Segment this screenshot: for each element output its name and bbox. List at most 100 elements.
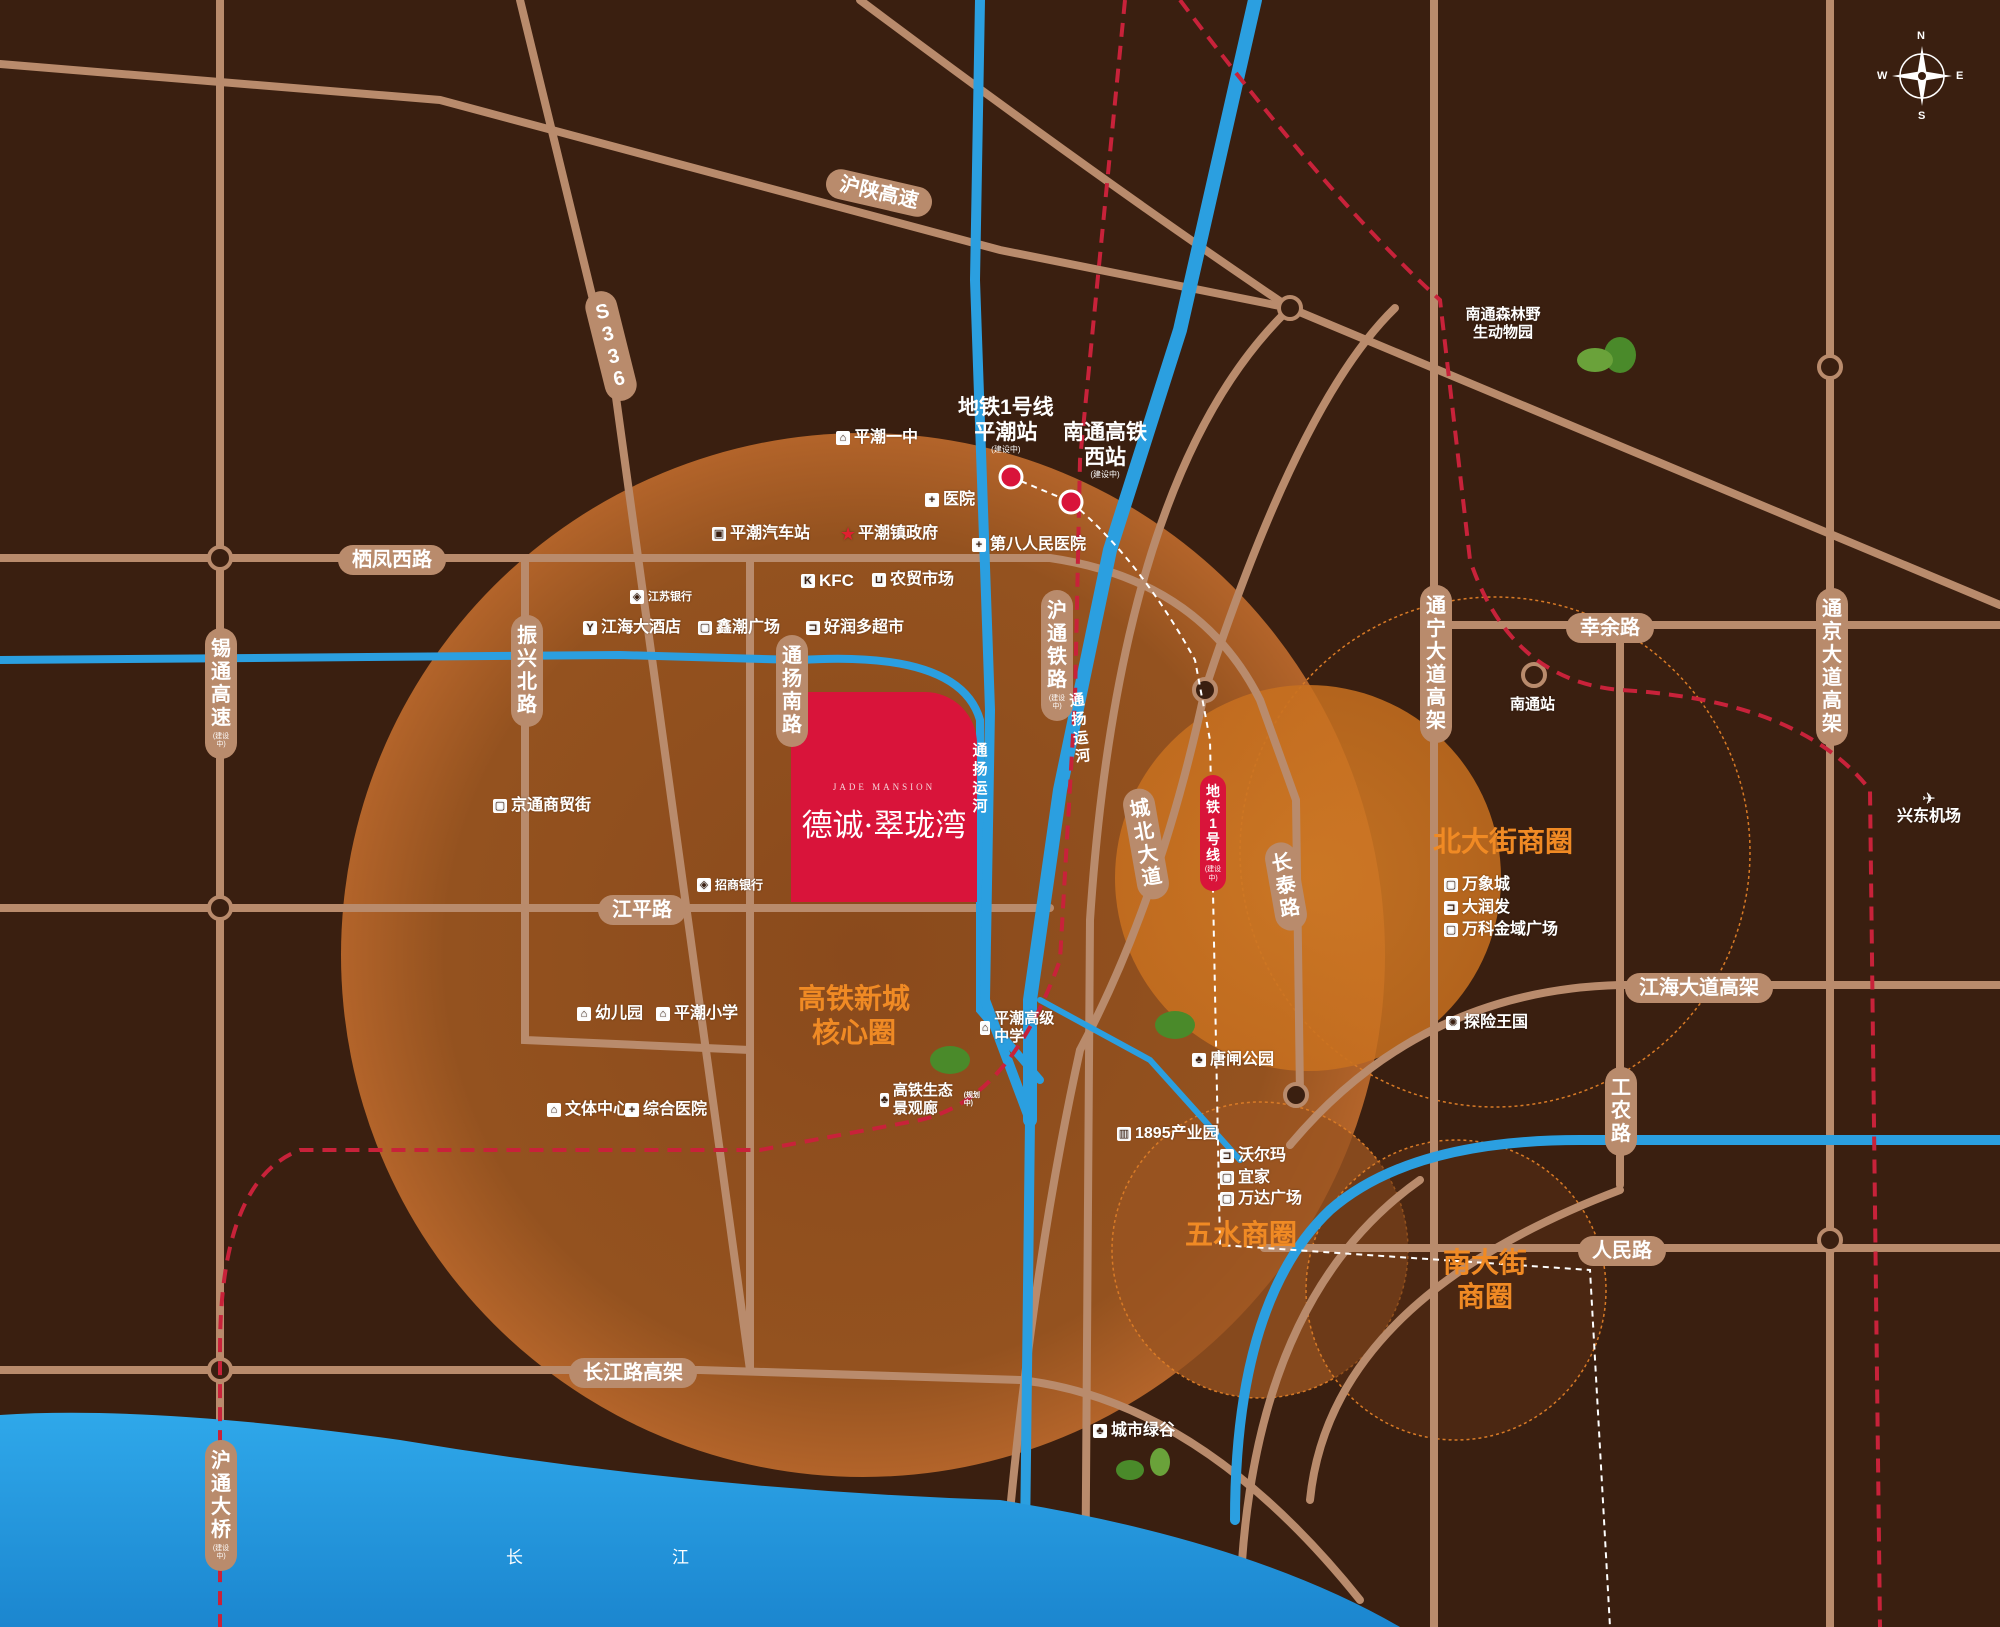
poi-hospital[interactable]: +医院 xyxy=(925,492,975,508)
poi-text: 综合医院 xyxy=(643,1101,708,1118)
project-block[interactable]: JADE MANSION 德诚·翠珑湾 xyxy=(791,692,977,902)
bus-icon: ▣ xyxy=(712,527,726,541)
tree-icon xyxy=(1150,1448,1170,1476)
tongyang-canal xyxy=(0,650,1044,1084)
poi-cmb[interactable]: ◈招商银行 xyxy=(697,878,763,892)
road-label-hutong-rail: 沪通铁路 (建设中) xyxy=(1041,590,1073,722)
mall-icon: ▢ xyxy=(1220,1171,1234,1185)
radial-road-1 xyxy=(1081,304,1294,1627)
poi-haorunduo[interactable]: ⊐好润多超市 xyxy=(806,620,904,636)
poi-text: 江苏银行 xyxy=(648,590,692,603)
compass-e-label: E xyxy=(1956,70,1964,82)
poi-text: 南通森林野生动物园 xyxy=(1465,306,1541,341)
road-label-tongjing: 通京大道高架 xyxy=(1816,588,1848,746)
poi-wanda[interactable]: ▢万达广场 xyxy=(1220,1191,1302,1207)
poi-kindergarten[interactable]: ⌂幼儿园 xyxy=(577,1006,643,1022)
poi-text: 兴东机场 xyxy=(1897,808,1962,825)
road-label-tongyang: 通扬南路 xyxy=(776,635,808,747)
poi-tanxian[interactable]: ✺探险王国 xyxy=(1446,1015,1528,1031)
poi-airport[interactable]: ✈兴东机场 xyxy=(1897,791,1962,825)
tree-icon xyxy=(1155,1011,1195,1039)
factory-icon: ▥ xyxy=(1117,1127,1131,1141)
tree-icon: ♣ xyxy=(1093,1424,1107,1438)
road-label-renmin: 人民路 xyxy=(1578,1236,1666,1266)
poi-jingtong[interactable]: ▢京通商贸街 xyxy=(493,798,591,814)
building-icon: ⌂ xyxy=(547,1103,561,1117)
poi-text: 万象城 xyxy=(1462,876,1511,893)
poi-eco-corridor[interactable]: ♣高铁生态景观廊 (规划中) xyxy=(880,1082,980,1118)
poi-culture[interactable]: ⌂文体中心 xyxy=(547,1102,629,1118)
road-label-qifeng: 栖凤西路 xyxy=(338,545,446,575)
poi-text: 平潮一中 xyxy=(854,429,919,446)
hospital-icon: + xyxy=(925,493,939,507)
tree-icon: ♣ xyxy=(880,1093,889,1107)
poi-text: KFC xyxy=(819,571,854,590)
hsr-west-station-label[interactable]: 南通高铁 西站 (建设中) xyxy=(1063,420,1147,480)
poi-vanke[interactable]: ▢ 万科金域广场 xyxy=(1444,922,1558,938)
poi-zoo[interactable]: 南通森林野生动物园 xyxy=(1462,306,1544,342)
school-icon: ⌂ xyxy=(980,1021,991,1035)
poi-wanxiang[interactable]: ▢万象城 xyxy=(1444,877,1510,893)
poi-note: (规划中) xyxy=(963,1091,981,1107)
poi-hospital8[interactable]: +第八人民医院 xyxy=(972,537,1086,553)
poi-xinchao[interactable]: ▢鑫潮广场 xyxy=(698,620,780,636)
poi-tangzha[interactable]: ♣ 唐闸公园 xyxy=(1192,1052,1274,1068)
hospital-icon: + xyxy=(625,1103,639,1117)
hsr-station-note: (建设中) xyxy=(1090,470,1120,480)
road-label-changjiang: 长江路高架 xyxy=(569,1358,697,1388)
nantong-station-label[interactable]: 南通站 xyxy=(1510,696,1556,713)
poi-text: 高铁生态景观廊 xyxy=(892,1082,953,1117)
metro-pingchao-station-label[interactable]: 地铁1号线 平潮站 (建设中) xyxy=(958,395,1054,455)
poi-pingchao-school[interactable]: ⌂ 平潮一中 xyxy=(836,430,918,446)
road-label-jianghai: 江海大道高架 xyxy=(1625,973,1773,1003)
road-label-xingyu: 幸余路 xyxy=(1566,613,1654,643)
junction xyxy=(207,895,233,921)
junction xyxy=(1817,1227,1843,1253)
poi-primary[interactable]: ⌂平潮小学 xyxy=(656,1006,738,1022)
project-english-name: JADE MANSION xyxy=(832,782,936,792)
road-label-hutong-bridge-text: 沪通大桥 xyxy=(211,1450,231,1541)
poi-green-valley[interactable]: ♣城市绿谷 xyxy=(1093,1423,1175,1439)
compass-icon xyxy=(1892,46,1952,106)
poi-ikea[interactable]: ▢宜家 xyxy=(1220,1170,1270,1186)
hospital-icon: + xyxy=(972,538,986,552)
changjiang-road xyxy=(0,1366,1364,1604)
hushan-expressway xyxy=(0,60,2000,609)
ferris-wheel-icon: ✺ xyxy=(1446,1016,1460,1030)
river-east xyxy=(1023,0,1262,1127)
poi-bus-station[interactable]: ▣平潮汽车站 xyxy=(712,526,810,542)
radial-road-2 xyxy=(856,0,1294,312)
junction xyxy=(207,545,233,571)
district-core-line2: 核心圈 xyxy=(812,1016,897,1048)
school-icon: ⌂ xyxy=(577,1007,591,1021)
poi-text: 唐闸公园 xyxy=(1210,1051,1275,1068)
poi-general-hospital[interactable]: + 综合医院 xyxy=(625,1102,707,1118)
project-name: 德诚·翠珑湾 xyxy=(801,808,967,844)
poi-market[interactable]: ⊔ 农贸市场 xyxy=(872,572,954,588)
road-label-xitong: 锡通高速 (建设中) xyxy=(205,628,237,760)
airplane-icon: ✈ xyxy=(1922,791,1936,808)
cart-icon: ⊐ xyxy=(1220,1149,1234,1163)
school-icon: ⌂ xyxy=(836,431,850,445)
poi-text: 沃尔玛 xyxy=(1238,1147,1287,1164)
mall-icon: ▢ xyxy=(1444,923,1458,937)
poi-park1895[interactable]: ▥1895产业园 xyxy=(1117,1126,1219,1142)
poi-gov[interactable]: ★平潮镇政府 xyxy=(840,524,938,544)
poi-text: 农贸市场 xyxy=(890,571,955,588)
mall-icon: ▢ xyxy=(493,799,507,813)
basket-icon: ⊔ xyxy=(872,573,886,587)
tree-icon: ♣ xyxy=(1192,1053,1206,1067)
road-label-metro1: 地铁1号线 (建设中) xyxy=(1200,775,1226,891)
road-label-jiangping: 江平路 xyxy=(598,895,686,925)
poi-jsbank[interactable]: ◈江苏银行 xyxy=(630,590,692,604)
poi-text: 万科金域广场 xyxy=(1462,921,1559,938)
cart-icon: ⊐ xyxy=(1444,901,1458,915)
poi-darunfa[interactable]: ⊐大润发 xyxy=(1444,900,1510,916)
poi-high-school[interactable]: ⌂平潮高级中学 xyxy=(980,1010,1060,1046)
poi-walmart[interactable]: ⊐ 沃尔玛 xyxy=(1220,1148,1286,1164)
metro-station-dot xyxy=(998,464,1024,490)
star-icon: ★ xyxy=(840,524,857,544)
